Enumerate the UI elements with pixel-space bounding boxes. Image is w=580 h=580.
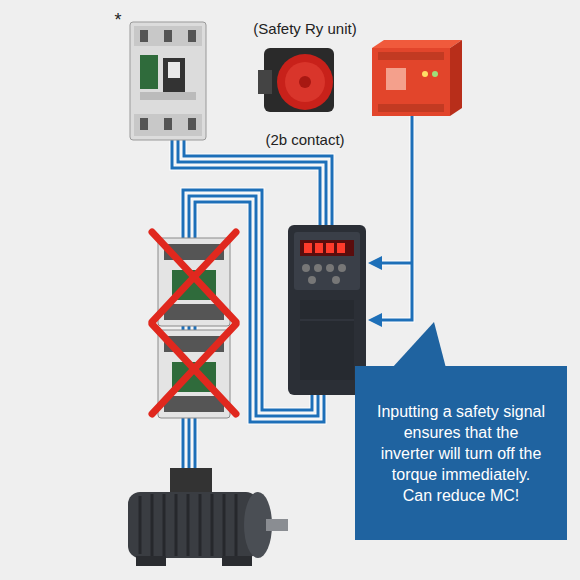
emergency-stop-button [258, 48, 334, 112]
footnote-mark: * [114, 10, 121, 31]
circuit-breaker [130, 22, 206, 140]
safety-relay-unit [372, 40, 462, 116]
callout-text: Inputting a safety signal ensures that t… [375, 401, 547, 485]
callout-text: Can reduce MC! [375, 485, 547, 506]
part-label: (Safety Ry unit) [253, 20, 356, 37]
part-label: (2b contact) [265, 131, 344, 148]
cross-mark [152, 232, 236, 414]
safety-signal-wire [368, 112, 412, 327]
callout-box: Inputting a safety signal ensures that t… [355, 366, 567, 540]
callout-pointer [392, 322, 446, 368]
motor [128, 468, 288, 566]
